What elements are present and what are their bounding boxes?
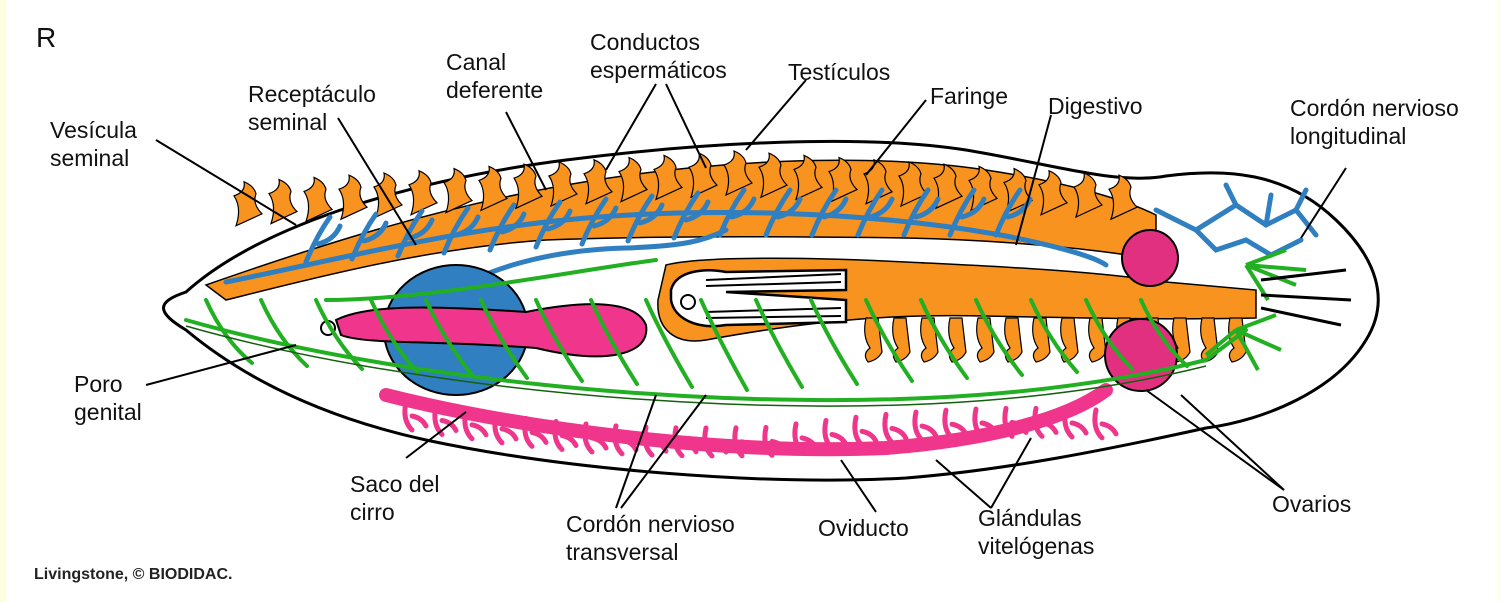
ovary-upper xyxy=(1122,230,1178,286)
label-testiculos: Testículos xyxy=(788,58,890,86)
digestive-diverticulum xyxy=(234,182,262,226)
label-digestivo: Digestivo xyxy=(1048,92,1143,120)
label-faringe: Faringe xyxy=(930,82,1008,110)
panel-letter: R xyxy=(36,22,56,54)
label-ovarios: Ovarios xyxy=(1272,490,1351,518)
label-vesicula-seminal: Vesículaseminal xyxy=(50,116,137,172)
label-oviducto: Oviducto xyxy=(818,514,909,542)
label-glandulas-vitelogenas: Glándulasvitelógenas xyxy=(978,504,1094,560)
credit-line: Livingstone, © BIODIDAC. xyxy=(34,566,232,584)
